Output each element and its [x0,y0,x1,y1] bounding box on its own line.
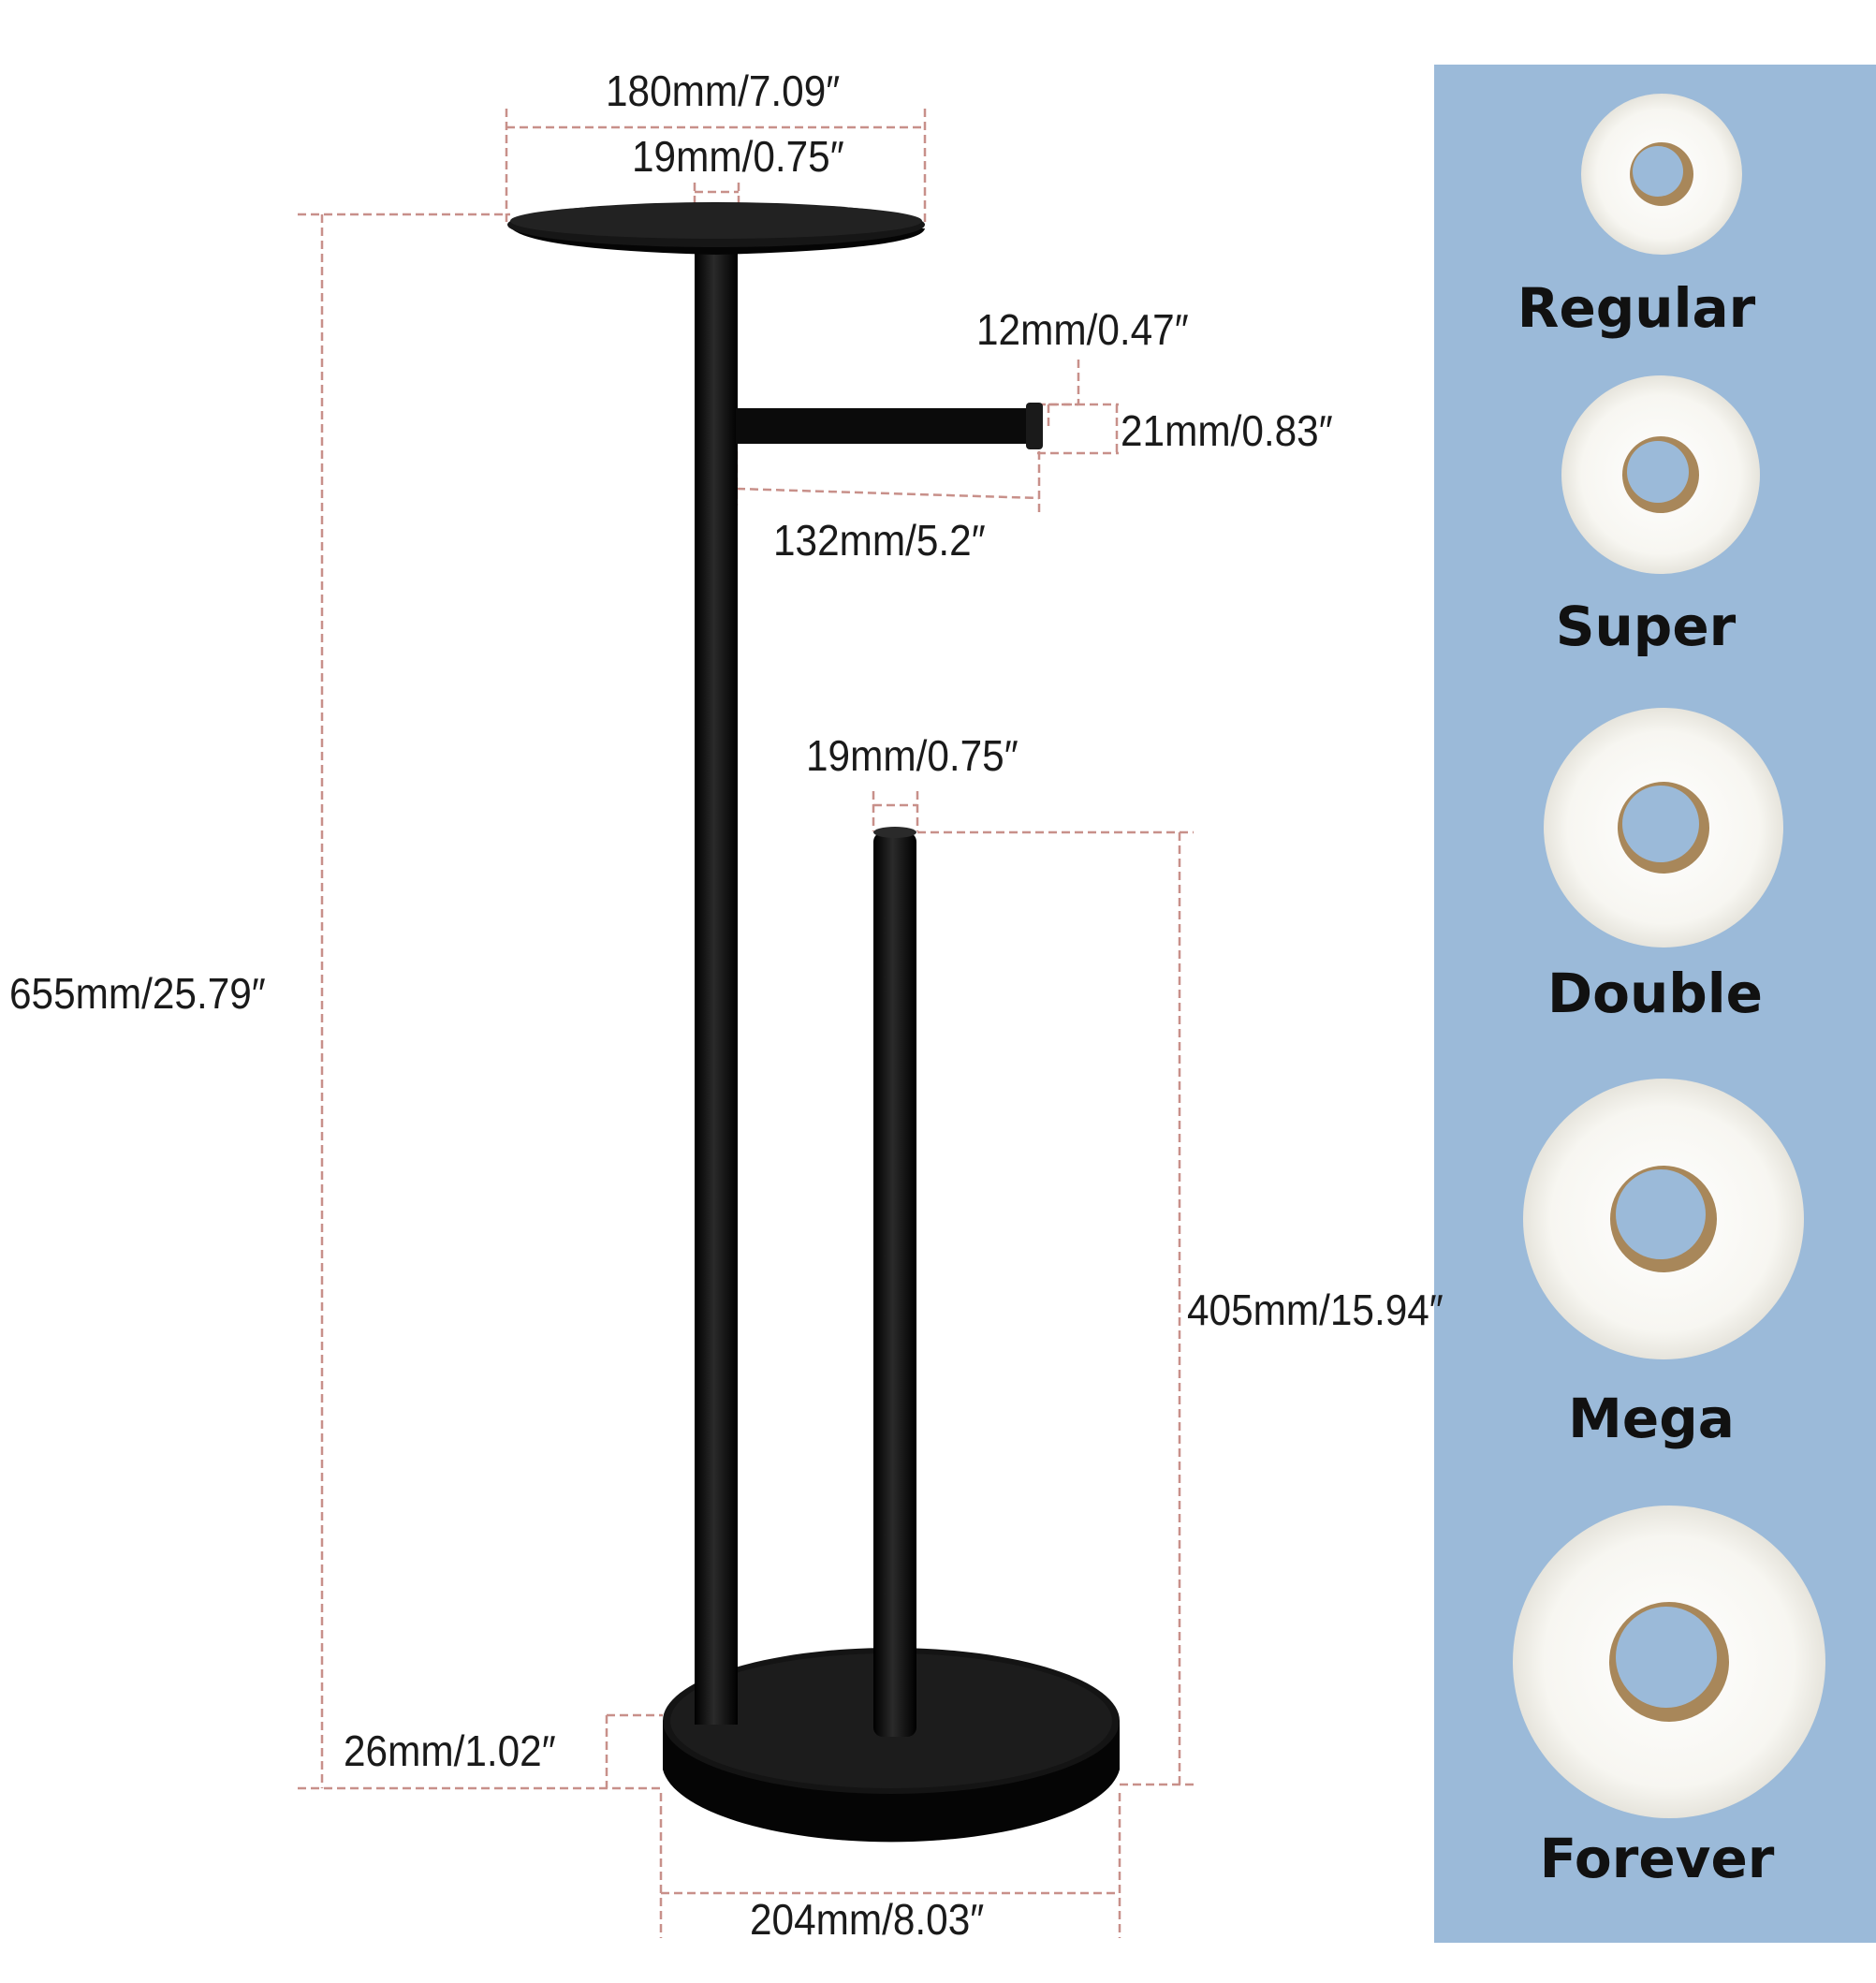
right-rod-height-label: 405mm/15.94″ [1187,1285,1444,1334]
roll-label-regular: Regular [1517,276,1756,340]
roll-forever-icon [1513,1506,1825,1818]
arm-end-width-label: 12mm/0.47″ [976,305,1189,354]
right-rod [873,832,916,1737]
arm-end-cap [1026,403,1043,449]
roll-label-forever: Forever [1539,1827,1775,1890]
top-rod-diameter-label: 19mm/0.75″ [632,132,844,181]
arm-length-label: 132mm/5.2″ [773,516,986,565]
roll-size-panel: Regular Super Double Mega Forever [1434,65,1876,1943]
total-height-label: 655mm/25.79″ [9,969,266,1018]
roll-label-mega: Mega [1568,1387,1735,1450]
roll-label-super: Super [1555,595,1737,658]
top-plate-width-label: 180mm/7.09″ [606,66,841,115]
dimension-lines [298,109,1194,1938]
roll-mega-icon [1523,1079,1804,1359]
roll-label-double: Double [1546,962,1764,1025]
main-pole [695,245,738,1725]
roll-regular-icon [1581,94,1742,255]
base-diameter-label: 204mm/8.03″ [750,1895,985,1944]
toilet-paper-stand [507,202,1120,1843]
holder-arm [736,408,1039,444]
roll-super-icon [1561,375,1760,574]
roll-icons [1434,65,1876,1943]
base-height-label: 26mm/1.02″ [344,1726,556,1775]
roll-double-icon [1544,708,1783,947]
right-rod-diameter-label: 19mm/0.75″ [806,731,1019,780]
arm-diameter-label: 21mm/0.83″ [1121,406,1333,455]
